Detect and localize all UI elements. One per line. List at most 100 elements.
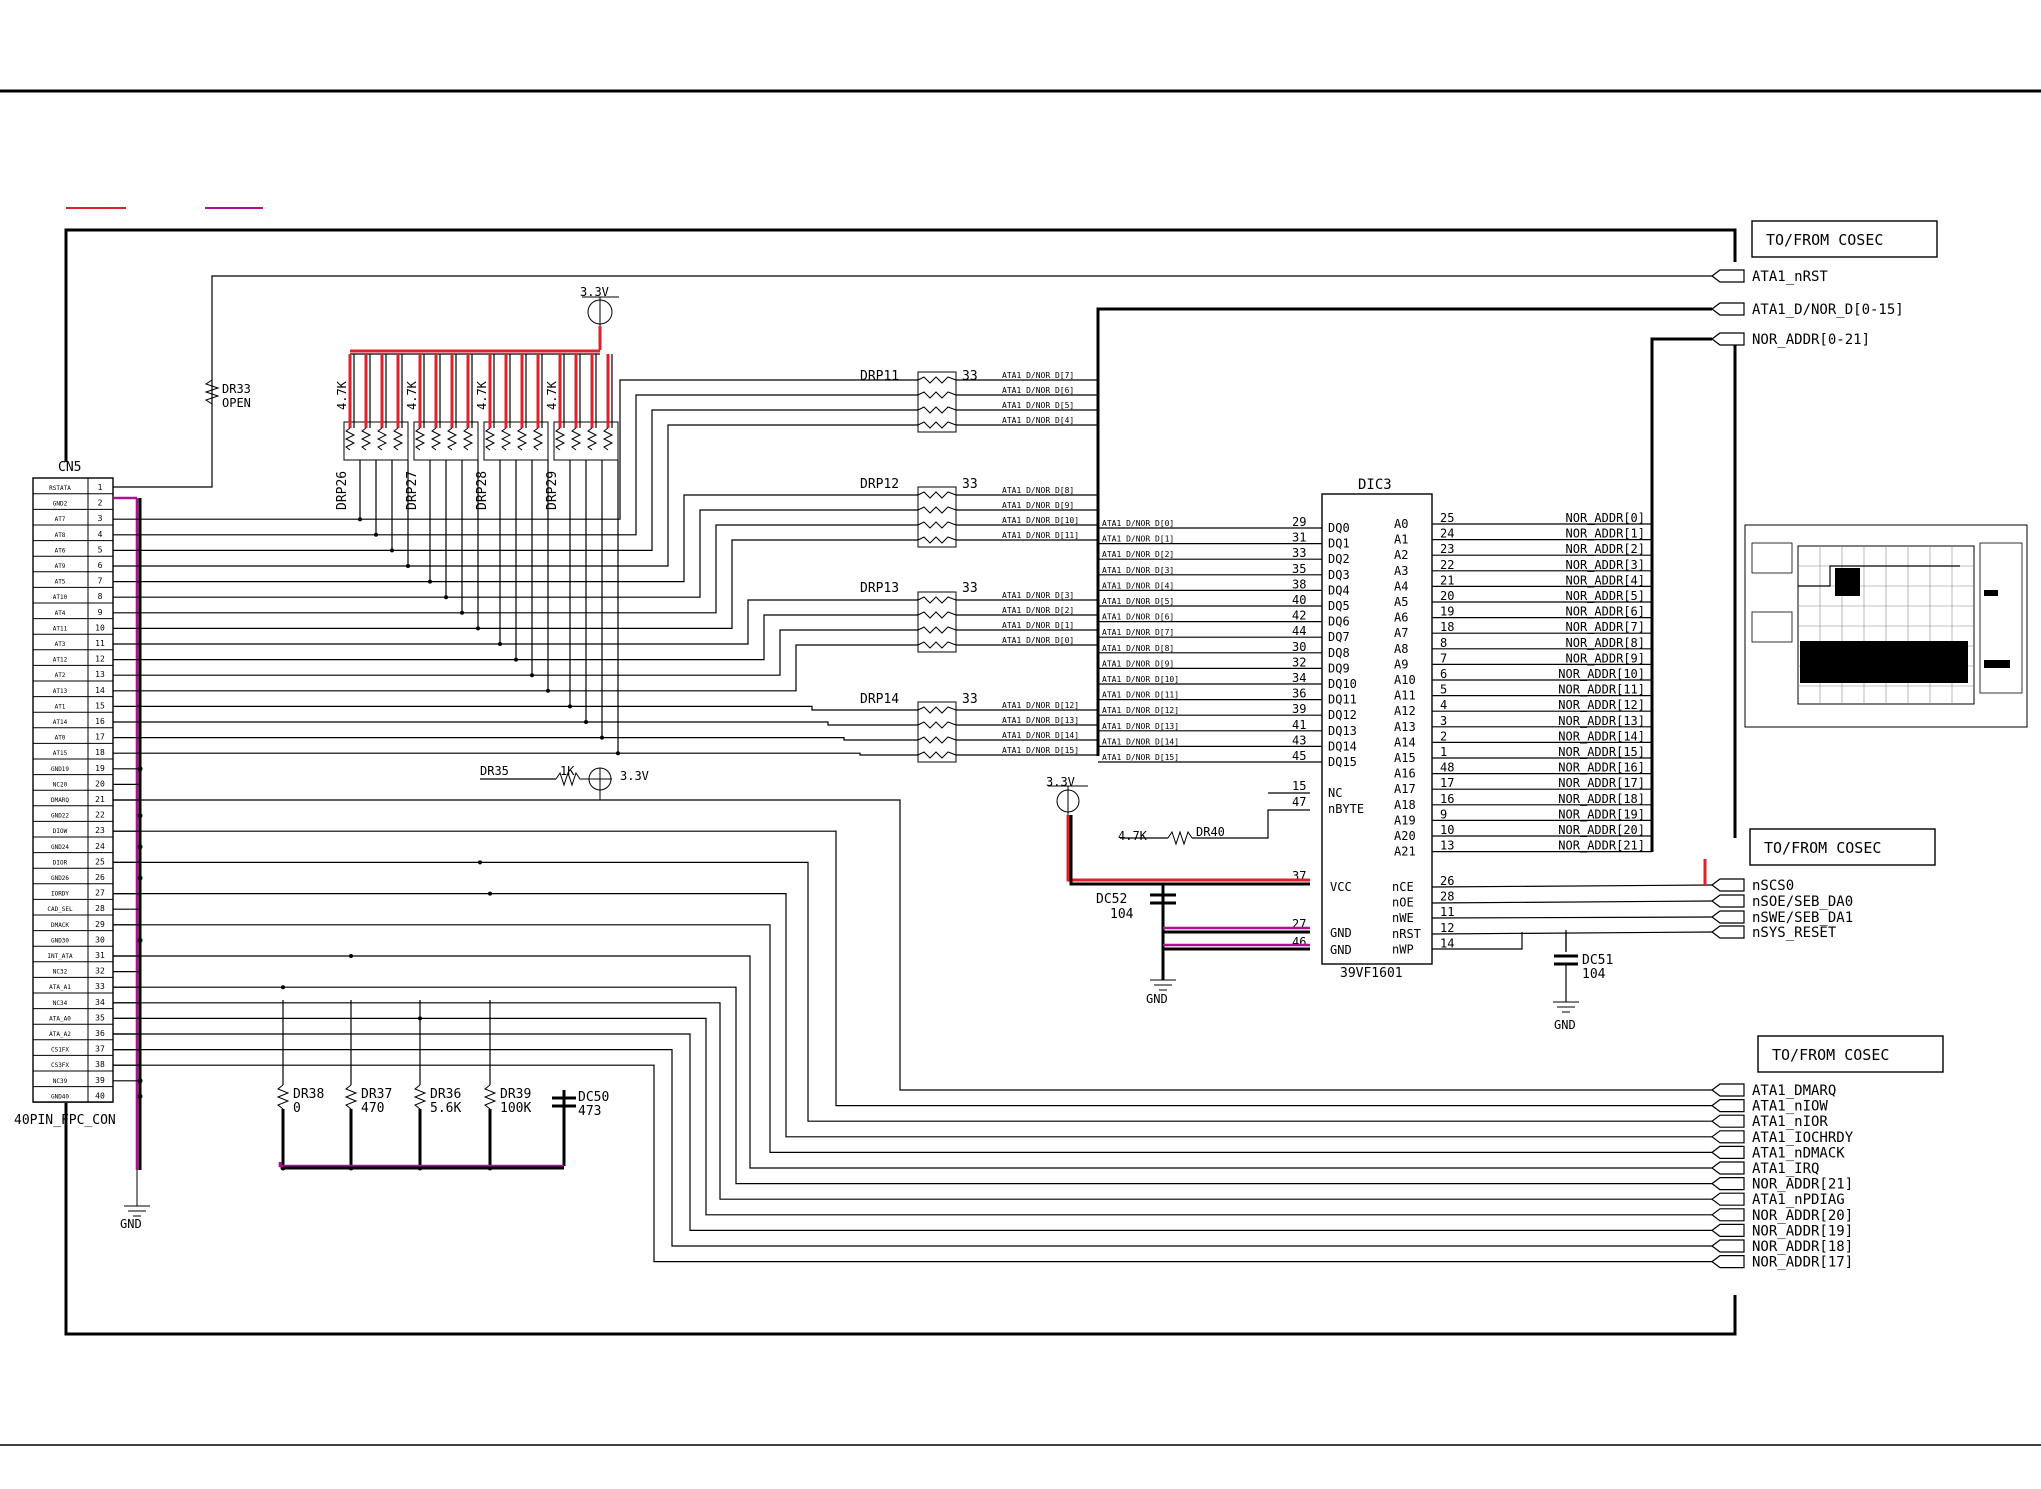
chip-pin-number: 42 [1292, 609, 1306, 623]
series-array-labels: DRP11 33 DRP12 33 DRP13 33 DRP14 33 [860, 369, 978, 707]
cn5-pin-number: 18 [95, 748, 105, 757]
data-signal-wire [113, 394, 918, 536]
series-resistor [917, 391, 957, 399]
data-signal-wire [113, 409, 918, 552]
chip-pin-number: 2 [1440, 729, 1447, 743]
chip-pin-number: 32 [1292, 655, 1306, 669]
series-net-labels: ATA1_D/NOR_D[7]ATA1_D/NOR_D[6]ATA1_D/NOR… [1002, 371, 1079, 755]
chip-data-net-label: ATA1_D/NOR_D[3] [1102, 566, 1174, 575]
drp11-ref: DRP11 [860, 369, 899, 384]
chip-pin-name: DQ11 [1328, 693, 1357, 707]
chip-pin-number: 16 [1440, 792, 1454, 806]
port-arrow [1711, 925, 1745, 939]
cn5-signal: GND40 [51, 1093, 69, 1100]
scope-burst-1 [1835, 568, 1860, 596]
v33-label-chip: 3.3V [1046, 775, 1075, 789]
bottom-bus-wire [113, 830, 1712, 1107]
series-net-label: ATA1_D/NOR_D[13] [1002, 716, 1079, 725]
chip-data-net-label: ATA1_D/NOR_D[6] [1102, 613, 1174, 622]
chip-pin-number: 30 [1292, 640, 1306, 654]
chip-pin-name: VCC [1330, 880, 1352, 894]
bottom-res-ref: DR39 [500, 1087, 531, 1102]
drp28-value: 4.7K [475, 380, 489, 410]
bottom-bus-wire [113, 892, 1712, 1138]
address-net-label: NOR_ADDR[14] [1558, 729, 1645, 743]
address-net-label: NOR_ADDR[0] [1566, 511, 1645, 525]
port-label: ATA1_nPDIAG [1752, 1192, 1845, 1208]
chip-pin-number: 12 [1440, 921, 1454, 935]
offsheet-port: nSOE/SEB_DA0 [1711, 894, 1853, 910]
cosec-header-2: TO/FROM COSEC [1749, 828, 1936, 866]
series-net-label: ATA1_D/NOR_D[12] [1002, 701, 1079, 710]
v33-symbol-chip [1048, 785, 1088, 815]
chip-pin-number: 13 [1440, 839, 1454, 853]
chip-pin-number: 22 [1440, 558, 1454, 572]
port-label: NOR_ADDR[21] [1752, 1177, 1853, 1193]
series-array-body [917, 591, 957, 653]
address-net-label: NOR_ADDR[18] [1558, 792, 1645, 806]
v33-label-top: 3.3V [580, 285, 609, 299]
pullup-resistor [360, 427, 372, 451]
port-arrow [1711, 332, 1745, 346]
chip-data-net-label: ATA1_D/NOR_D[13] [1102, 722, 1179, 731]
cn5-pin-number: 3 [98, 514, 103, 523]
port-arrow [1711, 1192, 1745, 1206]
port-label: nSWE/SEB_DA1 [1752, 910, 1853, 926]
offsheet-port: nSWE/SEB_DA1 [1711, 910, 1853, 926]
chip-pin-number: 45 [1292, 749, 1306, 763]
cn5-pin-number: 29 [95, 920, 105, 929]
address-net-label: NOR_ADDR[3] [1566, 558, 1645, 572]
drp28-ref: DRP28 [475, 471, 490, 510]
cn5-ground [124, 1170, 150, 1217]
port-label: NOR_ADDR[19] [1752, 1223, 1853, 1239]
cn5-signal: AT11 [53, 625, 68, 632]
chip-pin-number: 44 [1292, 624, 1306, 638]
chip-pin-name: nWP [1392, 942, 1414, 956]
drp26-value: 4.7K [335, 380, 349, 410]
cn5-pin-number: 17 [95, 733, 105, 742]
chip-pin-name: DQ1 [1328, 537, 1350, 551]
port-label: nSOE/SEB_DA0 [1752, 894, 1853, 910]
chip-pin-number: 43 [1292, 733, 1306, 747]
address-net-label: NOR_ADDR[17] [1558, 776, 1645, 790]
cn5-pin-number: 21 [95, 795, 105, 804]
dic3-body [1321, 493, 1433, 965]
series-array-body [917, 486, 957, 548]
port-arrow [1711, 878, 1745, 892]
cn5-pin-number: 40 [95, 1091, 105, 1100]
chip-pin-name: DQ14 [1328, 739, 1357, 753]
chip-pin-name: A13 [1394, 720, 1416, 734]
port-arrow [1711, 1176, 1745, 1191]
control-link [1431, 884, 1713, 888]
address-net-label: NOR_ADDR[13] [1558, 714, 1645, 728]
address-net-label: NOR_ADDR[5] [1566, 589, 1645, 603]
gnd-junction [137, 1093, 143, 1099]
cn5-pin-number: 19 [95, 764, 105, 773]
junction-dot [488, 891, 492, 896]
bottom-res-value: 0 [293, 1101, 301, 1116]
cn5-pin-number: 16 [95, 717, 105, 726]
port-arrow [1711, 1145, 1745, 1160]
chip-pin-number: 14 [1440, 936, 1454, 950]
cn5-pin-number: 7 [98, 577, 103, 586]
cn5-pin-number: 26 [95, 873, 105, 882]
pullup-resistor [430, 427, 442, 451]
drp26-ref: DRP26 [335, 471, 350, 510]
dc51-value: 104 [1582, 967, 1606, 982]
port-arrow [1711, 910, 1745, 924]
chip-pin-number: 20 [1440, 589, 1454, 603]
chip-pin-name: A20 [1394, 829, 1416, 843]
chip-pin-name: A18 [1394, 798, 1416, 812]
chip-pin-name: GND [1330, 926, 1352, 940]
offsheet-port: NOR_ADDR[19] [1711, 1223, 1853, 1239]
dc50-value: 473 [578, 1104, 601, 1119]
address-net-label: NOR_ADDR[4] [1566, 573, 1645, 587]
chip-pin-number: 38 [1292, 577, 1306, 591]
chip-pin-number: 18 [1440, 620, 1454, 634]
cn5-pin-number: 36 [95, 1029, 105, 1038]
cn5-signal: AT9 [55, 563, 66, 570]
cn5-ref: CN5 [58, 460, 81, 475]
port-arrow [1711, 1254, 1745, 1269]
